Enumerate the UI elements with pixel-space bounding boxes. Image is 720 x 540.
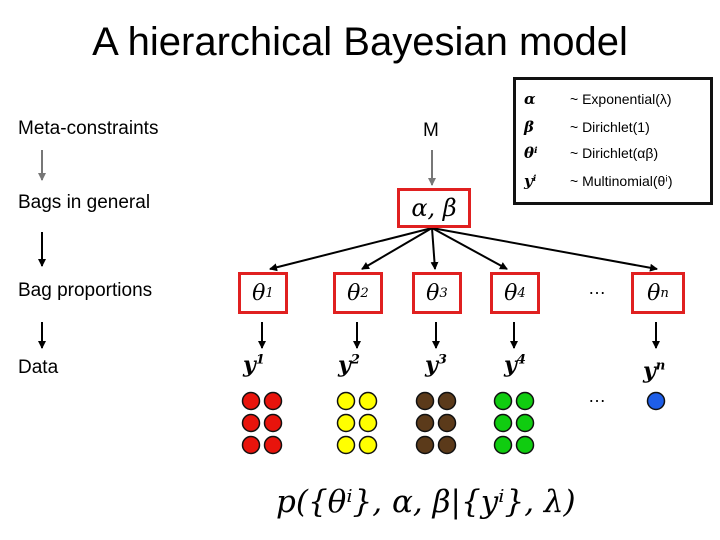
y-label-1: y1 (243, 352, 265, 378)
marble-1-6 (263, 435, 283, 455)
arrow-top-to-theta-2 (361, 227, 433, 270)
marble-5-1 (646, 391, 666, 411)
level-label-data: Data (18, 357, 59, 378)
marble-4-3 (493, 413, 513, 433)
marble-4-1 (493, 391, 513, 411)
alpha-beta-label: α, β (411, 194, 457, 222)
theta-symbol: θ (504, 280, 518, 306)
m-label: M (423, 120, 439, 141)
theta-index: n (660, 285, 669, 301)
marble-4-2 (515, 391, 535, 411)
marbles-layer (241, 391, 666, 455)
arrow-top-to-theta-4 (431, 227, 508, 270)
arrow-top-to-theta-1 (269, 227, 433, 272)
marble-2-4 (358, 413, 378, 433)
marble-1-3 (241, 413, 261, 433)
marble-3-6 (437, 435, 457, 455)
slide-title: A hierarchical Bayesian model (92, 20, 628, 64)
y-label-2: y2 (338, 352, 360, 378)
marble-1-1 (241, 391, 261, 411)
legend-symbol: β (524, 118, 534, 136)
legend-symbol: α (524, 90, 536, 108)
theta-index: 2 (360, 285, 369, 301)
ellipsis-theta: … (588, 278, 606, 298)
legend-distribution: ~ Dirichlet(1) (570, 119, 650, 135)
theta-symbol: θ (426, 280, 440, 306)
legend-row-y: yⁱ ~ Multinomial(θⁱ) (522, 172, 708, 198)
arrow-top-to-theta-n (431, 227, 658, 272)
y-label-4: y4 (504, 352, 526, 378)
marble-3-2 (437, 391, 457, 411)
level-label-bags-in-general: Bags in general (18, 192, 151, 213)
legend-distribution: ~ Exponential(λ) (570, 91, 672, 107)
level-label-bag-proportions: Bag proportions (18, 280, 153, 301)
y-label-n: yn (643, 358, 666, 384)
theta-symbol: θ (647, 280, 661, 306)
marble-2-6 (358, 435, 378, 455)
marble-1-2 (263, 391, 283, 411)
marble-3-4 (437, 413, 457, 433)
theta-index: 3 (439, 285, 448, 301)
legend-row-theta: θⁱ ~ Dirichlet(αβ) (522, 144, 708, 170)
posterior-formula: p({θⁱ}, α, β|{yⁱ}, λ) (276, 484, 576, 520)
marble-2-3 (336, 413, 356, 433)
marble-4-6 (515, 435, 535, 455)
theta-symbol: θ (347, 280, 361, 306)
marble-3-3 (415, 413, 435, 433)
marble-1-4 (263, 413, 283, 433)
legend-row-beta: β ~ Dirichlet(1) (522, 118, 708, 144)
y-label-3: y3 (425, 352, 447, 378)
marble-4-4 (515, 413, 535, 433)
marble-3-5 (415, 435, 435, 455)
legend-distribution: ~ Dirichlet(αβ) (570, 145, 659, 161)
alpha-beta-node: α, β (397, 188, 471, 228)
level-label-meta-constraints: Meta-constraints (18, 118, 159, 139)
legend-row-alpha: α ~ Exponential(λ) (522, 90, 708, 116)
marble-2-5 (336, 435, 356, 455)
distribution-legend: α ~ Exponential(λ) β ~ Dirichlet(1) θⁱ ~… (513, 77, 713, 205)
legend-distribution: ~ Multinomial(θⁱ) (570, 173, 673, 189)
legend-symbol: θⁱ (524, 144, 538, 162)
marble-2-1 (336, 391, 356, 411)
theta-index: 1 (265, 285, 274, 301)
legend-symbol: yⁱ (524, 172, 537, 190)
marble-4-5 (493, 435, 513, 455)
marble-2-2 (358, 391, 378, 411)
arrow-top-to-theta-3 (430, 227, 439, 270)
marble-3-1 (415, 391, 435, 411)
marble-1-5 (241, 435, 261, 455)
theta-index: 4 (517, 285, 526, 301)
ellipsis-data: … (588, 386, 606, 406)
theta-symbol: θ (252, 280, 266, 306)
